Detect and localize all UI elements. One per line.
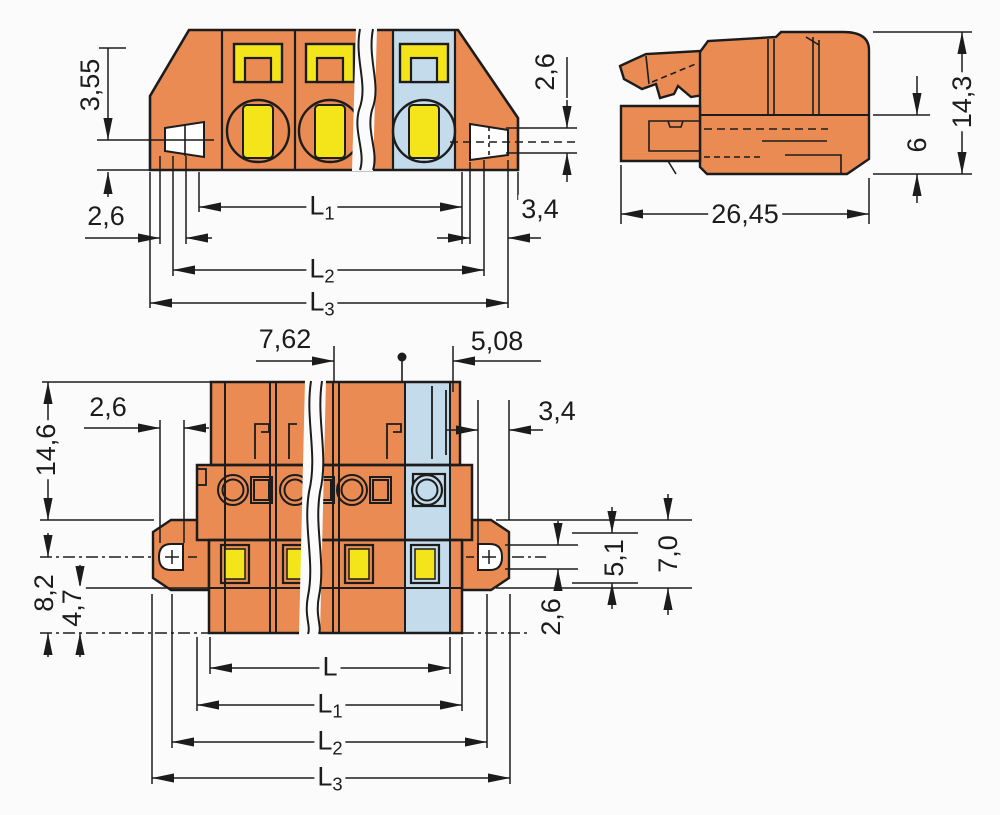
tower-details [196, 386, 447, 486]
front-view [40, 346, 692, 784]
dim-label-2-6-front-right: 2,6 [536, 595, 566, 639]
dim-label-2-6-right: 2,6 [530, 50, 560, 94]
dim-label-2-6-left: 2,6 [84, 201, 128, 230]
dim-label-14-3: 14,3 [947, 72, 977, 132]
left-flange-pocket [97, 120, 214, 159]
dim-label-4-7: 4,7 [57, 586, 87, 630]
locking-lever [618, 49, 705, 100]
dim-label-L3-top: L3 [306, 287, 338, 319]
section-view [85, 28, 577, 308]
dim-label-2-6-front-left: 2,6 [86, 392, 130, 421]
dim-label-26-45: 26,45 [708, 199, 782, 228]
dim-label-L2-bottom: L2 [314, 726, 346, 758]
dim-label-3-55: 3,55 [75, 55, 105, 115]
dim-label-L2-top: L2 [306, 254, 338, 286]
dim-label-5-08: 5,08 [467, 326, 527, 355]
center-mark [397, 352, 407, 362]
dim-label-5-1: 5,1 [599, 536, 629, 580]
dim-label-6: 6 [902, 134, 932, 156]
screw-openings [225, 98, 457, 164]
dim-label-7-0: 7,0 [653, 532, 683, 576]
dim-label-3-4-front: 3,4 [535, 396, 579, 425]
dim-label-8-2: 8,2 [29, 571, 59, 615]
clamp-windows [232, 42, 450, 84]
dim-label-L1-bottom: L1 [314, 689, 346, 721]
dim-label-L3-bottom: L3 [314, 762, 346, 794]
dim-label-14-6: 14,6 [31, 420, 61, 480]
mounting-flanges [40, 518, 511, 592]
dim-label-L-bottom: L [319, 652, 341, 684]
housing-body [698, 30, 871, 176]
profile-view [618, 30, 972, 224]
dim-label-3-4-top: 3,4 [518, 194, 562, 223]
right-flange-pocket [450, 122, 576, 162]
dim-label-7-62: 7,62 [255, 324, 315, 353]
dim-label-L1-top: L1 [306, 191, 338, 223]
plug-shaft [619, 104, 702, 163]
